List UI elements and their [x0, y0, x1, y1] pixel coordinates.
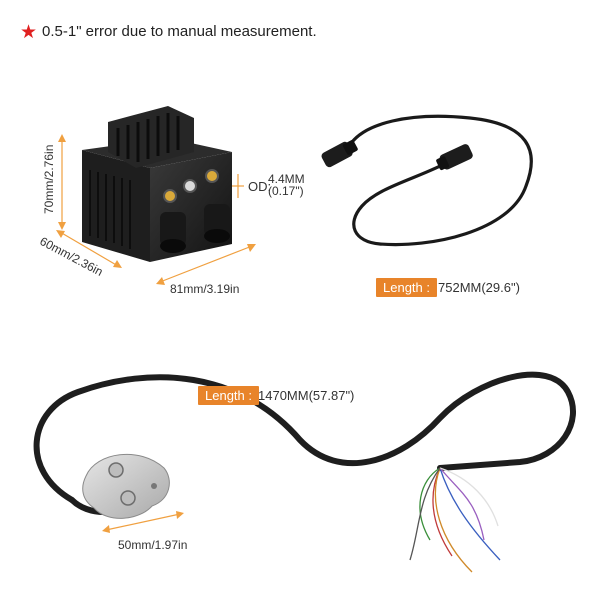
od-prefix: OD: — [248, 179, 272, 194]
sensor-length-value: 1470MM(57.87") — [258, 388, 355, 403]
measurement-note: 0.5-1" error due to manual measurement. — [42, 23, 317, 40]
spark-plug-wire — [321, 114, 533, 247]
sensor-plate — [82, 453, 170, 519]
plate-size-label: 50mm/1.97in — [118, 538, 188, 552]
sensor-length-tag: Length : — [198, 386, 259, 405]
spark-wire-length-value: 752MM(29.6") — [438, 280, 520, 295]
star-icon: ★ — [20, 22, 38, 43]
ignition-coil — [82, 106, 232, 262]
coil-height-label: 70mm/2.76in — [42, 144, 56, 214]
plate-dimension-line — [102, 511, 184, 533]
coil-width-label: 81mm/3.19in — [170, 282, 240, 296]
coil-dimension-lines — [56, 134, 256, 285]
spark-wire-length-tag: Length : — [376, 278, 437, 297]
od-in-label: (0.17") — [268, 184, 304, 198]
od-mm-label: 4.4MM — [268, 172, 305, 186]
